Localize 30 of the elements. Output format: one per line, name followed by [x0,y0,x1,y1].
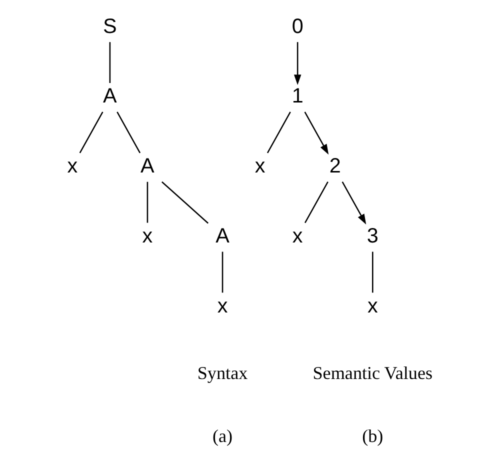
connector [372,252,373,293]
node-text: 2 [328,154,340,178]
connector [221,252,223,293]
connector [108,42,110,84]
node-text: A [215,224,229,248]
label: Semantic Values [312,362,432,383]
arrow [304,112,328,155]
node-text: x [216,294,228,318]
label: (a) [212,426,232,446]
arrow [341,182,366,224]
arrow [293,42,301,85]
connector [146,182,148,223]
connector [266,112,290,154]
node-text: A [102,84,116,108]
connector [116,112,140,154]
node-text: 1 [291,84,303,108]
node-text: 0 [291,14,303,38]
connector [161,181,208,224]
connector [78,112,103,154]
node-text: x [142,224,152,248]
node-text: x [292,224,302,248]
label: (b) [362,426,383,446]
node-text: x [254,154,265,178]
label: Syntax [196,362,248,383]
node-text: 3 [366,224,378,248]
node-text: S [102,14,116,38]
node-text: A [140,154,154,178]
node-text: x [366,294,378,318]
node-text: x [66,154,78,178]
connector [304,182,328,224]
